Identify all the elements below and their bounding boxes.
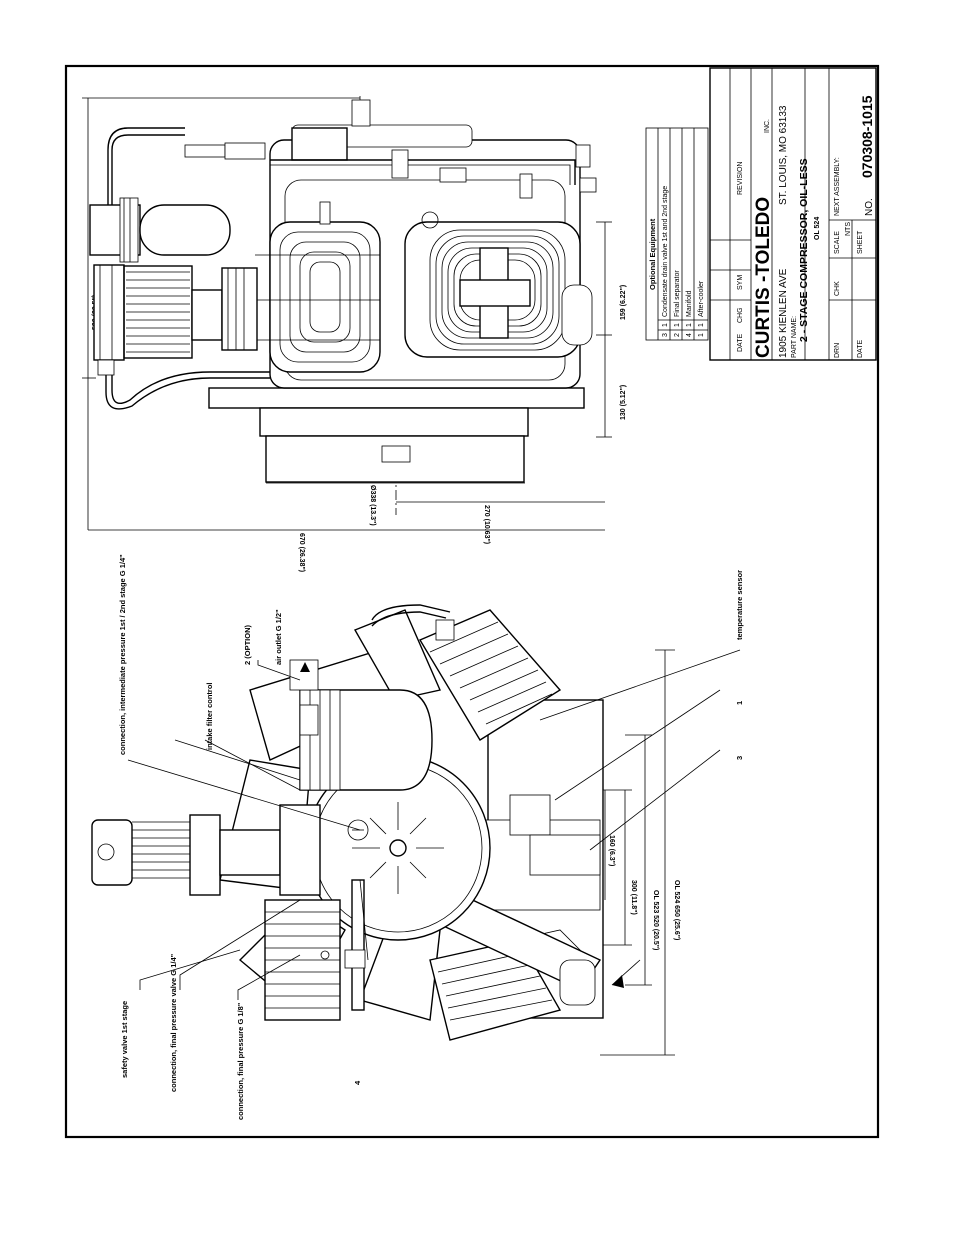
- cylinder-finned: [404, 221, 593, 358]
- drawing-no-label: NO.: [864, 198, 875, 216]
- pipe-top: [111, 134, 185, 205]
- opt-row-1-desc: Condensate drain valve 1st and 2nd stage: [662, 186, 669, 317]
- part-name: 2 - STAGE COMPRESSOR, OIL-LESS: [798, 158, 810, 342]
- title-block: DATE CHG SYM REVISION CURTIS -TOLEDO INC…: [709, 67, 877, 361]
- dim-ol524: OL 524 650 (25.6"): [673, 880, 680, 940]
- valve-block-top: [291, 127, 348, 161]
- dim-pulley-338: Ø338 (13.3"): [369, 485, 376, 526]
- model: OL 524: [814, 217, 821, 240]
- arrow-mark: [612, 975, 624, 988]
- drawing-number: 070308-1015: [859, 95, 875, 178]
- intake-filter: [89, 197, 231, 263]
- label-safety-valve: safety valve 1st stage: [120, 1001, 129, 1078]
- cooling-coil: [255, 221, 381, 373]
- rev-sym-header: SYM: [737, 275, 744, 290]
- opt-row-4-num: 1: [698, 333, 705, 337]
- base-plate: [208, 387, 585, 409]
- scale-field: SCALE: [834, 231, 841, 254]
- opt-row-2-qty: 1: [674, 323, 681, 327]
- leader-lines: [127, 649, 741, 1000]
- label-item-4: 4: [353, 1080, 362, 1085]
- label-intake-filter: intake filter control: [205, 682, 214, 750]
- opt-row-2-desc: Final separator: [674, 270, 681, 317]
- opt-row-1-qty: 1: [662, 323, 669, 327]
- opt-row-4-desc: After-cooler: [698, 280, 705, 317]
- label-conn-final-valve: connection, final pressure valve G 1/4": [169, 953, 178, 1092]
- company-name: CURTIS -TOLEDO: [753, 197, 774, 358]
- optional-equipment-table: Optional Equipment 3 1 Condensate drain …: [645, 127, 709, 341]
- flywheel-hub: [259, 407, 529, 437]
- pipe-bottom: [111, 360, 270, 404]
- company-street: 1905 KIENLEN AVE: [778, 268, 789, 358]
- compressor-front-view: 160 (6.3") 300 (11.8") OL 523 520 (20.5"…: [91, 554, 744, 1120]
- chk-field: CHK: [834, 281, 841, 296]
- scale-value: NTS: [845, 222, 852, 236]
- rev-revision-header: REVISION: [737, 162, 744, 195]
- dim-130: 130 (5.12"): [620, 385, 627, 420]
- label-air-outlet: air outlet G 1/2": [274, 609, 283, 665]
- opt-row-3-qty: 1: [686, 323, 693, 327]
- label-temp-sensor: temperature sensor: [735, 570, 744, 640]
- rev-chg-header: CHG: [737, 307, 744, 323]
- label-option-2: 2 (OPTION): [243, 624, 252, 665]
- date-field: DATE: [857, 340, 864, 358]
- label-conn-final-g18: connection, final pressure G 1/8": [236, 1002, 245, 1120]
- dim-670: 670 (26.38"): [298, 533, 305, 572]
- label-item-1: 1: [735, 701, 744, 705]
- opt-row-3-num: 4: [686, 333, 693, 337]
- left-cylinder-head: [91, 804, 321, 896]
- opt-row-1-num: 3: [662, 333, 669, 337]
- rev-date-header: DATE: [737, 334, 744, 352]
- compressor-top-view: 520 (20.5") 159 (6.22") 130 (5.12") Ø338…: [82, 96, 627, 572]
- label-conn-intermediate: connection, intermediate pressure 1st / …: [118, 554, 127, 755]
- cylinder-upper: [371, 604, 562, 741]
- company-city: ST. LOUIS, MO 63133: [778, 105, 789, 205]
- dim-160: 160 (6.3"): [608, 835, 615, 866]
- fin-stack-lower-left: [264, 899, 341, 1021]
- sheet-field: SHEET: [857, 230, 864, 254]
- label-item-3: 3: [735, 756, 744, 760]
- part-name-label: PART NAME:: [791, 316, 798, 358]
- dim-159: 159 (6.22"): [620, 285, 627, 320]
- left-cylinder: [93, 264, 258, 361]
- dim-ol523: OL 523 520 (20.5"): [652, 890, 659, 950]
- drn-field: DRN: [834, 343, 841, 358]
- pulley: [265, 435, 525, 483]
- dim-300: 300 (11.8"): [630, 880, 637, 915]
- dim-270: 270 (10.63"): [483, 505, 490, 544]
- flywheel-spokes: [352, 802, 444, 894]
- opt-equipment-title: Optional Equipment: [648, 218, 657, 290]
- opt-row-3-desc: Manifold: [686, 290, 693, 317]
- border-frame: [64, 64, 880, 1139]
- opt-row-4-qty: 1: [698, 323, 705, 327]
- next-assembly-label: NEXT ASSEMBLY:: [834, 157, 841, 216]
- opt-row-2-num: 2: [674, 333, 681, 337]
- company-suffix: INC.: [764, 119, 771, 133]
